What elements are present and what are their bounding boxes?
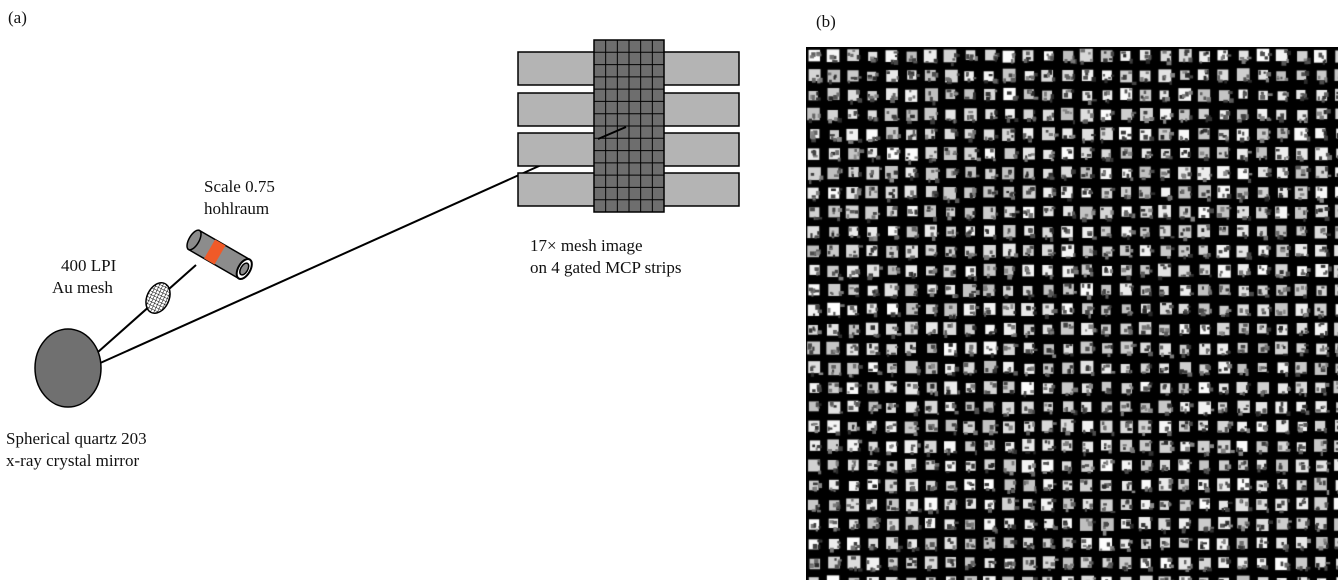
mesh-label: 400 LPI Au mesh [52, 255, 116, 299]
au-mesh [145, 282, 171, 314]
mesh-radiograph-image [806, 47, 1338, 580]
mesh-label-line-1: 400 LPI [61, 256, 117, 275]
detector-label: 17× mesh image on 4 gated MCP strips [530, 235, 681, 279]
panel-b-label: (b) [816, 12, 836, 31]
hohlraum-label: Scale 0.75 hohlraum [204, 176, 275, 220]
hohlraum-label-line-2: hohlraum [204, 199, 270, 218]
hohlraum-band [204, 239, 226, 265]
experiment-diagram [34, 39, 740, 408]
ray-endpoint [597, 126, 627, 140]
crystal-mirror [34, 328, 102, 408]
mesh-label-line-2: Au mesh [52, 278, 113, 297]
crystal-label-line-1: Spherical quartz 203 [6, 429, 147, 448]
detector-label-line-1: 17× mesh image [530, 236, 643, 255]
hohlraum-label-line-1: Scale 0.75 [204, 177, 275, 196]
mesh-image-grid [593, 39, 665, 213]
hohlraum [186, 229, 253, 280]
detector-label-line-2: on 4 gated MCP strips [530, 258, 682, 277]
crystal-label: Spherical quartz 203 x-ray crystal mirro… [6, 428, 147, 472]
mcp-detector [517, 39, 740, 213]
panel-a-label: (a) [8, 8, 27, 27]
crystal-label-line-2: x-ray crystal mirror [6, 451, 140, 470]
